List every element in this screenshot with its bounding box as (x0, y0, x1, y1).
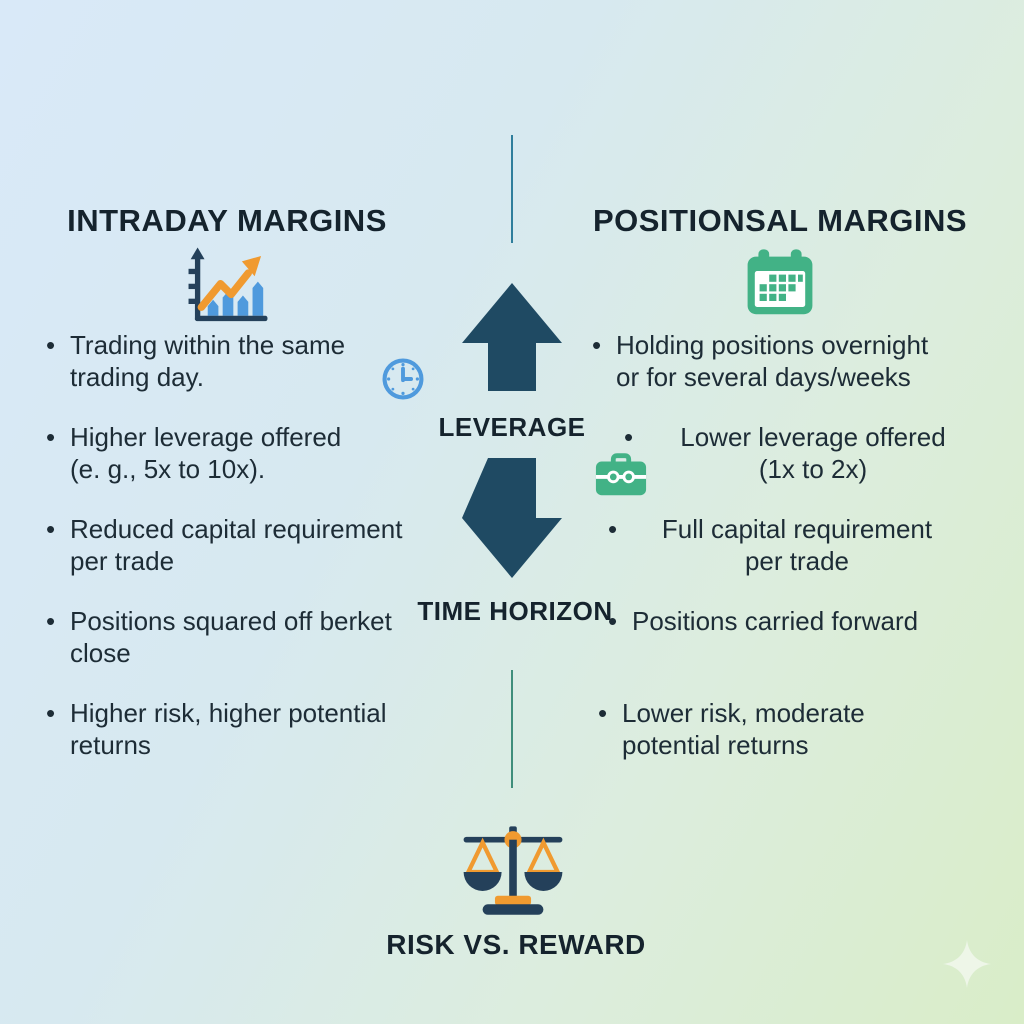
bullet-marker: • (598, 698, 608, 728)
bar-chart-growth-icon (180, 245, 276, 331)
list-item: • Lower risk, moderate potential returns (588, 698, 990, 790)
list-item: • Positions squared off berket close (42, 606, 444, 698)
list-item-text: Lower leverage offered (1x to 2x) (680, 422, 946, 484)
sparkle-icon (943, 940, 991, 988)
list-item-text: Holding positions overnight or for sever… (616, 330, 929, 392)
top-divider-line (511, 135, 513, 243)
bullet-marker: • (46, 698, 56, 728)
list-item-text: Full capital requirement per trade (661, 514, 933, 576)
clock-icon (380, 356, 426, 402)
list-item: • Full capital requirement per trade (588, 514, 990, 606)
risk-reward-label: RISK VS. REWARD (386, 929, 646, 960)
list-item: • Positions carried forward (588, 606, 990, 698)
bullet-marker: • (592, 330, 602, 360)
list-item-text: Lower risk, moderate potential returns (622, 698, 865, 760)
bullet-marker: • (46, 422, 56, 452)
bullet-marker: • (608, 514, 618, 544)
balance-scale-icon (456, 824, 570, 920)
time-horizon-label: TIME HORIZON (417, 596, 613, 626)
list-item-text: Higher risk, higher potential returns (70, 698, 387, 760)
list-item: • Reduced capital requirement per trade (42, 514, 444, 606)
list-item: • Holding positions overnight or for sev… (588, 330, 990, 422)
arrow-down-icon (462, 458, 562, 578)
list-item-text: Reduced capital requirement per trade (70, 514, 403, 576)
list-item-text: Higher leverage offered (e. g., 5x to 10… (70, 422, 342, 484)
list-item: • Trading within the same trading day. (42, 330, 444, 422)
list-item: • Lower leverage offered (1x to 2x) (588, 422, 990, 514)
bullet-marker: • (608, 606, 618, 636)
bullet-marker: • (624, 422, 634, 452)
right-bullet-list: • Holding positions overnight or for sev… (588, 330, 990, 790)
calendar-icon (744, 249, 816, 317)
list-item: • Higher leverage offered (e. g., 5x to … (42, 422, 444, 514)
bottom-divider-line (511, 670, 513, 788)
bullet-marker: • (46, 514, 56, 544)
list-item-text: Positions squared off berket close (70, 606, 392, 668)
list-item: • Higher risk, higher potential returns (42, 698, 444, 790)
bullet-marker: • (46, 606, 56, 636)
left-column-title: INTRADAY MARGINS (67, 203, 387, 238)
leverage-label: LEVERAGE (438, 412, 586, 442)
bullet-marker: • (46, 330, 56, 360)
briefcase-icon (594, 452, 648, 498)
right-column-title: POSITIONSAL MARGINS (592, 203, 968, 238)
list-item-text: Positions carried forward (632, 606, 919, 636)
left-bullet-list: • Trading within the same trading day. •… (42, 330, 444, 790)
list-item-text: Trading within the same trading day. (70, 330, 346, 392)
arrow-up-icon (462, 283, 562, 391)
